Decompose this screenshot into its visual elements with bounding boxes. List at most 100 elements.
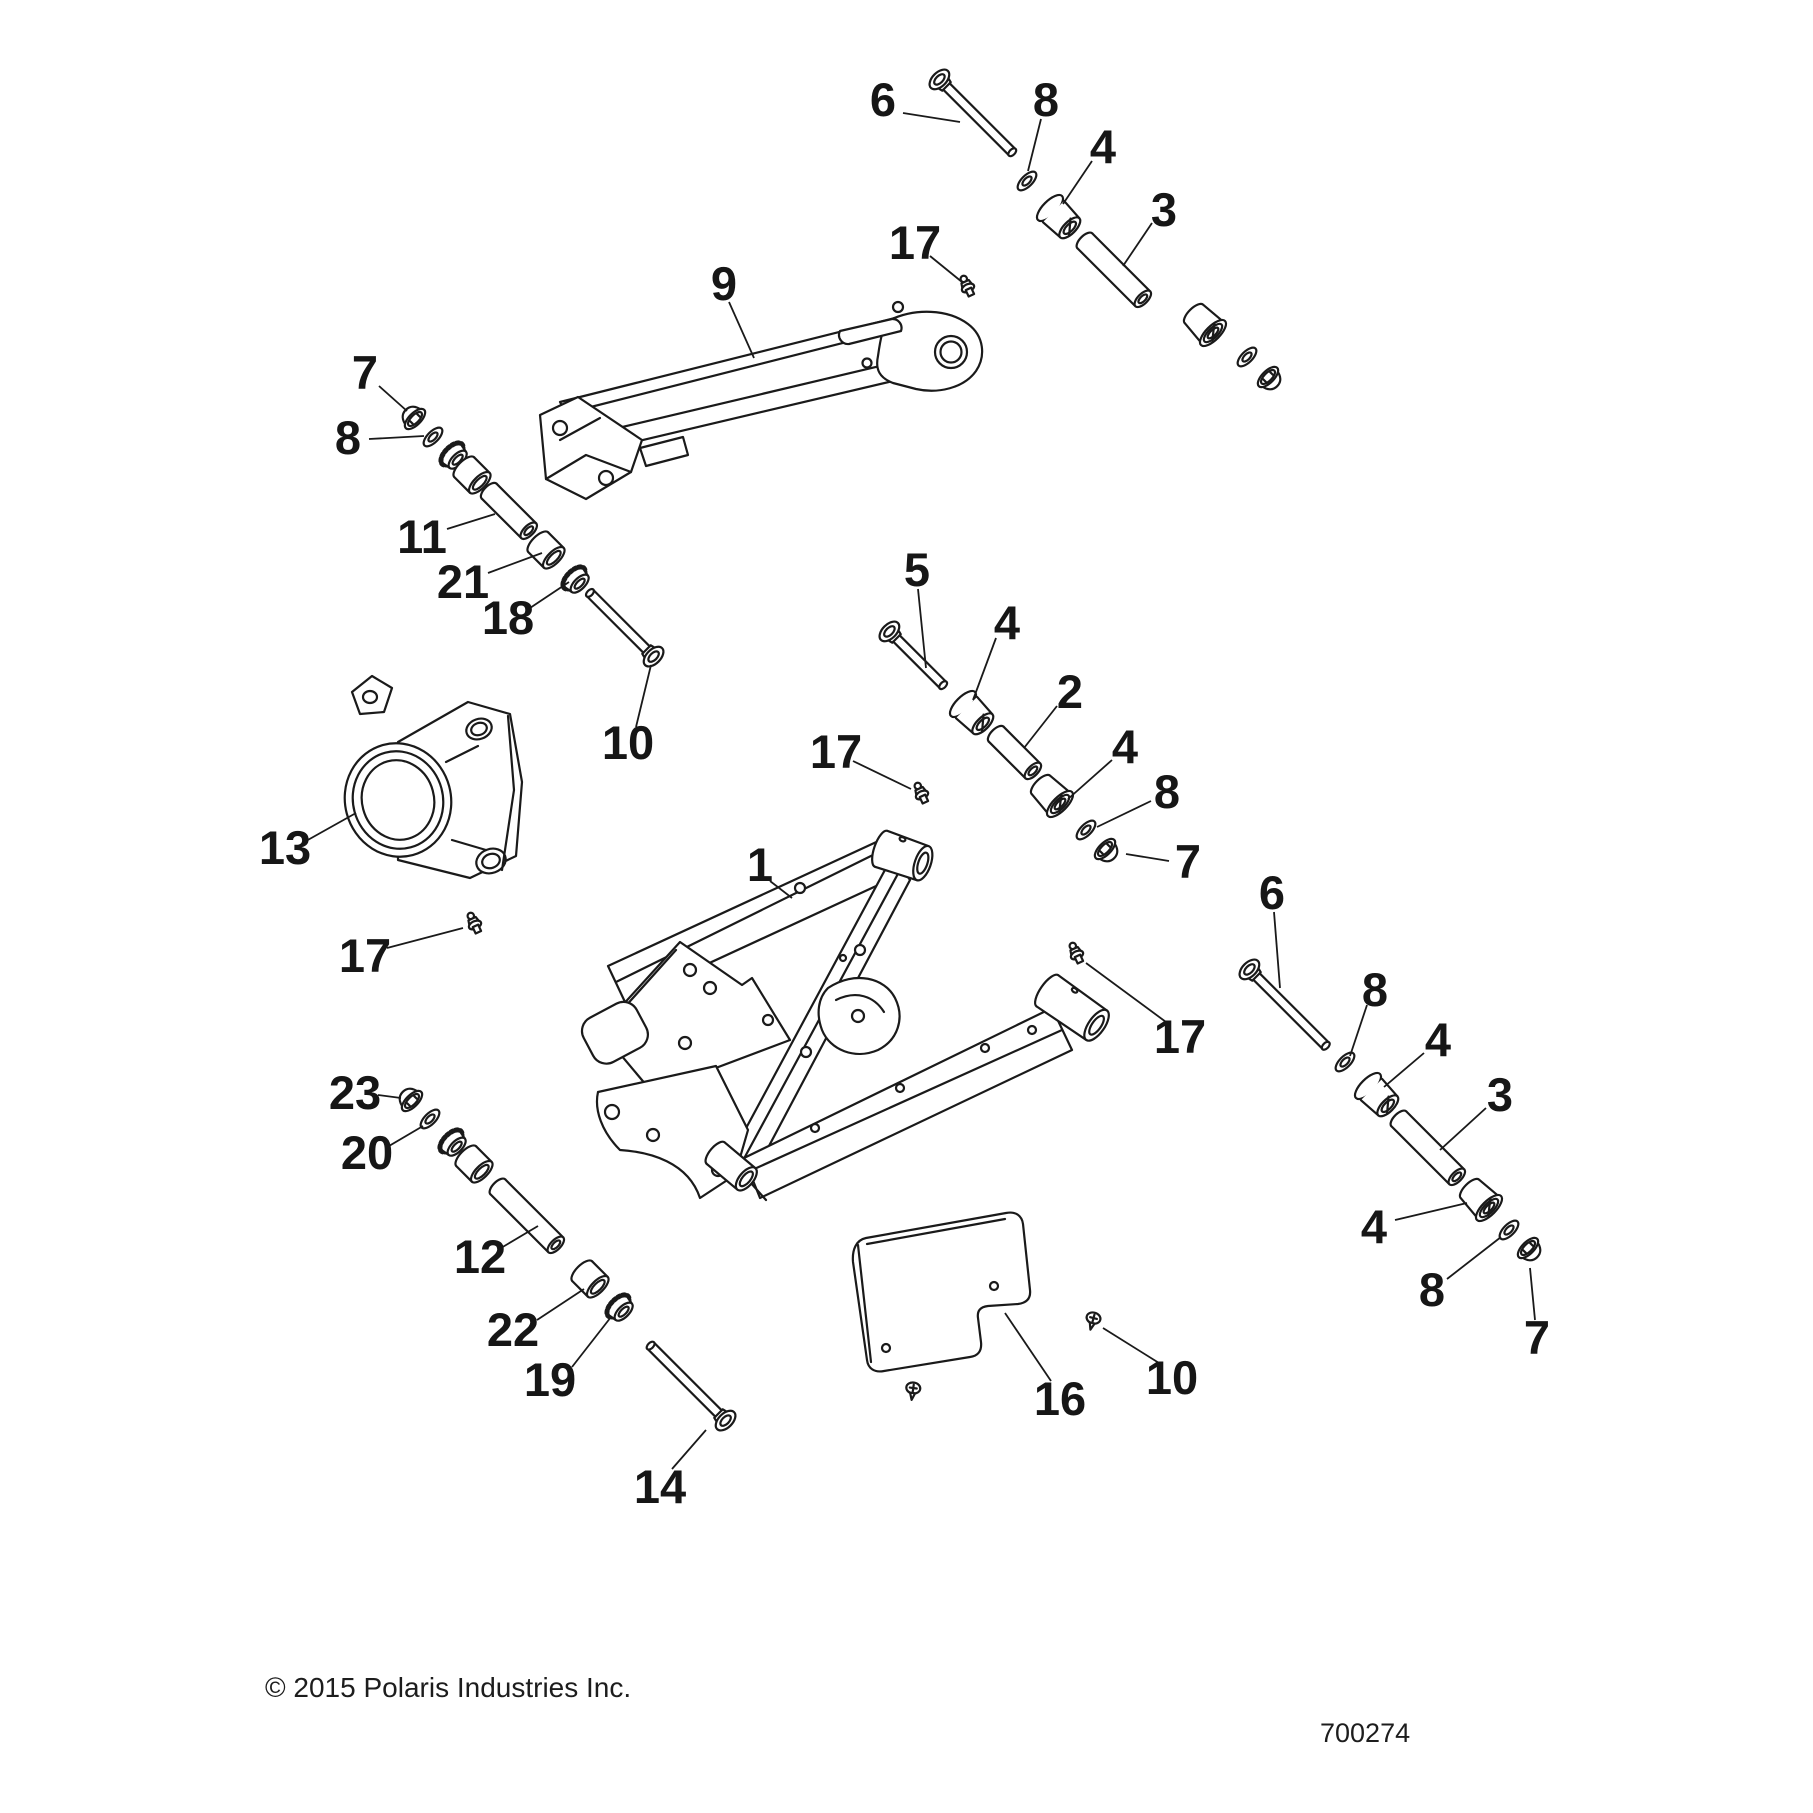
- callout-label-8: 8: [1419, 1263, 1445, 1316]
- leader-line: [1096, 800, 1152, 828]
- callout-label-5: 5: [904, 543, 930, 596]
- flange-nut-part: [1253, 362, 1288, 397]
- leader-line: [377, 1094, 402, 1099]
- flanged-bushing-part: [1176, 296, 1232, 352]
- callout-label-17: 17: [889, 216, 941, 269]
- callout-label-14: 14: [634, 1460, 686, 1513]
- callout-label-4: 4: [1090, 120, 1116, 173]
- callout-label-3: 3: [1487, 1068, 1513, 1121]
- callout-label-8: 8: [335, 411, 361, 464]
- leader-line: [1102, 1327, 1160, 1364]
- flange-nut-part: [1513, 1233, 1548, 1268]
- callout-label-1: 1: [747, 838, 773, 891]
- leader-line: [1439, 1107, 1487, 1151]
- grease-fitting-part: [462, 909, 486, 937]
- flanged-bushing-part: [1031, 189, 1088, 246]
- callout-label-19: 19: [524, 1353, 576, 1406]
- callout-label-18: 18: [482, 591, 534, 644]
- callout-label-22: 22: [487, 1303, 539, 1356]
- leader-line: [446, 513, 496, 530]
- leader-line: [1394, 1202, 1468, 1221]
- leader-line: [769, 880, 793, 899]
- callout-label-20: 20: [341, 1126, 393, 1179]
- callout-label-7: 7: [352, 346, 378, 399]
- leader-line: [388, 1125, 424, 1147]
- washer-part: [1233, 343, 1261, 371]
- leader-line: [1085, 962, 1167, 1023]
- leader-line: [1273, 911, 1281, 989]
- main-arm-assembly-part: [580, 829, 1110, 1202]
- leader-line: [368, 435, 425, 440]
- callout-label-23: 23: [329, 1066, 381, 1119]
- copyright-text: © 2015 Polaris Industries Inc.: [265, 1672, 631, 1703]
- leader-line: [1004, 1312, 1052, 1382]
- leader-line: [1125, 853, 1170, 862]
- leader-line: [1062, 160, 1093, 205]
- callout-label-8: 8: [1033, 73, 1059, 126]
- callout-label-10: 10: [1146, 1351, 1198, 1404]
- callout-label-10: 10: [602, 716, 654, 769]
- spacer-tube-part: [488, 1177, 566, 1255]
- leader-line: [1349, 1004, 1368, 1057]
- shield-plate-part: [851, 1211, 1032, 1373]
- callout-label-4: 4: [1425, 1013, 1451, 1066]
- callout-label-21: 21: [437, 555, 489, 608]
- leader-line: [571, 1316, 612, 1368]
- callout-label-12: 12: [454, 1230, 506, 1283]
- washer-part: [1495, 1216, 1523, 1244]
- leader-line: [1383, 1052, 1425, 1088]
- upper-control-arm-part: [538, 300, 984, 501]
- washer-part: [419, 423, 447, 451]
- washer-part: [1013, 167, 1041, 195]
- grease-fitting-part: [909, 779, 933, 807]
- washer-part: [1331, 1048, 1359, 1076]
- callout-label-8: 8: [1154, 765, 1180, 818]
- leader-line: [635, 664, 652, 728]
- callout-label-11: 11: [397, 510, 447, 563]
- callout-label-7: 7: [1524, 1311, 1550, 1364]
- callout-label-6: 6: [1259, 866, 1285, 919]
- bolt-part: [584, 587, 665, 668]
- leader-line: [378, 385, 408, 412]
- callout-label-4: 4: [994, 596, 1020, 649]
- callout-label-17: 17: [810, 725, 862, 778]
- callout-label-3: 3: [1151, 183, 1177, 236]
- screw-part: [1082, 1309, 1103, 1333]
- leader-line: [386, 927, 464, 949]
- flange-nut-part: [1090, 834, 1125, 869]
- callout-label-7: 7: [1175, 835, 1201, 888]
- flanged-bushing-part: [1452, 1171, 1508, 1227]
- leader-line: [305, 812, 357, 842]
- doc-number-text: 700274: [1320, 1718, 1410, 1748]
- hardware-chain-right: [1238, 958, 1548, 1268]
- callout-label-4: 4: [1361, 1200, 1387, 1253]
- grease-fitting-part: [1064, 939, 1088, 967]
- bolt-part: [928, 68, 1018, 158]
- hardware-chain-left: [395, 399, 665, 668]
- leader-line: [1446, 1236, 1502, 1280]
- leader-line: [500, 1225, 539, 1249]
- hub-carrier-part: [343, 674, 524, 880]
- leader-line: [1067, 759, 1113, 800]
- leader-line: [1027, 118, 1042, 172]
- callout-label-6: 6: [870, 73, 896, 126]
- bolt-part: [645, 1340, 737, 1432]
- spacer-tube-part: [1075, 231, 1153, 309]
- callout-label-9: 9: [711, 257, 737, 310]
- screw-part: [903, 1380, 923, 1402]
- leader-line: [1122, 222, 1153, 267]
- hardware-chain-top: [928, 68, 1288, 397]
- leader-line: [1023, 705, 1058, 749]
- spacer-tube-part: [986, 724, 1043, 781]
- leader-line: [1529, 1267, 1536, 1321]
- leader-line: [487, 552, 543, 574]
- callout-label-13: 13: [259, 821, 311, 874]
- spacer-tube-part: [1389, 1109, 1467, 1187]
- leader-line: [671, 1429, 707, 1470]
- callout-label-4: 4: [1112, 720, 1138, 773]
- callout-label-16: 16: [1034, 1372, 1086, 1425]
- bolt-part: [1238, 958, 1331, 1051]
- leader-line: [929, 255, 963, 283]
- leader-line: [972, 637, 997, 701]
